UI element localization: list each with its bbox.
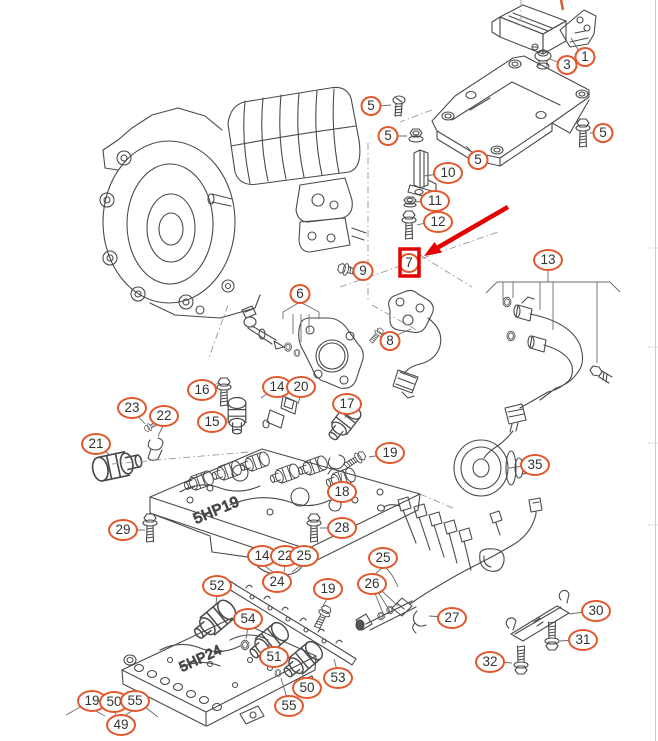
table-border <box>648 0 658 741</box>
callout-55[interactable]: 55 <box>120 690 150 712</box>
callout-21[interactable]: 21 <box>81 433 111 455</box>
callout-29[interactable]: 29 <box>108 519 138 541</box>
callout-14[interactable]: 14 <box>247 545 277 567</box>
transmission-drawing <box>99 86 367 319</box>
callout-25[interactable]: 25 <box>368 547 398 569</box>
callout-12[interactable]: 12 <box>423 211 453 233</box>
callout-35[interactable]: 35 <box>520 454 550 476</box>
callout-49[interactable]: 49 <box>106 714 136 736</box>
callout-15[interactable]: 15 <box>197 411 227 433</box>
callout-1[interactable]: 1 <box>574 47 596 67</box>
callout-10[interactable]: 10 <box>433 162 463 184</box>
sensor-8-drawing <box>367 289 442 399</box>
callout-17[interactable]: 17 <box>332 393 362 415</box>
callout-55[interactable]: 55 <box>274 695 304 717</box>
callout-20[interactable]: 20 <box>286 376 316 398</box>
bracket-30-drawing <box>505 589 570 675</box>
control-module-drawing <box>491 4 597 70</box>
callout-18[interactable]: 18 <box>327 481 357 503</box>
callout-25[interactable]: 25 <box>289 545 319 567</box>
callout-5[interactable]: 5 <box>592 123 614 143</box>
oil-pipes-13-drawing <box>502 296 613 409</box>
callout-27[interactable]: 27 <box>437 607 467 629</box>
callout-32[interactable]: 32 <box>475 651 505 673</box>
callout-5[interactable]: 5 <box>377 126 399 146</box>
cropped-callout-stub <box>559 0 565 11</box>
callout-26[interactable]: 26 <box>357 573 387 595</box>
gasket-strip-drawing <box>227 580 357 666</box>
callout-19[interactable]: 19 <box>375 442 405 464</box>
callout-11[interactable]: 11 <box>420 190 450 212</box>
callout-54[interactable]: 54 <box>233 608 263 630</box>
callout-51[interactable]: 51 <box>259 646 289 668</box>
callout-16[interactable]: 16 <box>187 379 217 401</box>
callout-7[interactable]: 7 <box>398 253 420 273</box>
wiring-harness-drawing <box>311 496 543 634</box>
callout-30[interactable]: 30 <box>581 600 611 622</box>
callout-23[interactable]: 23 <box>117 397 147 419</box>
callout-22[interactable]: 22 <box>149 405 179 427</box>
callout-19[interactable]: 19 <box>313 578 343 600</box>
callout-52[interactable]: 52 <box>202 575 232 597</box>
callout-5[interactable]: 5 <box>467 150 489 170</box>
sensor-35-drawing <box>453 403 538 497</box>
callout-13[interactable]: 13 <box>533 249 563 271</box>
callout-14[interactable]: 14 <box>262 376 292 398</box>
mounting-plate-drawing <box>431 55 590 167</box>
callout-3[interactable]: 3 <box>556 55 578 75</box>
callout-8[interactable]: 8 <box>379 331 401 351</box>
callout-6[interactable]: 6 <box>289 284 311 304</box>
callout-24[interactable]: 24 <box>262 571 292 593</box>
callout-28[interactable]: 28 <box>327 517 357 539</box>
solenoids-drawing <box>89 377 365 484</box>
callout-31[interactable]: 31 <box>568 629 598 651</box>
bracket-6-group-drawing <box>241 305 364 389</box>
callout-9[interactable]: 9 <box>352 261 374 281</box>
retainer-18 <box>327 454 346 475</box>
callout-5[interactable]: 5 <box>360 96 382 116</box>
callout-53[interactable]: 53 <box>323 667 353 689</box>
callout-50[interactable]: 50 <box>292 677 322 699</box>
